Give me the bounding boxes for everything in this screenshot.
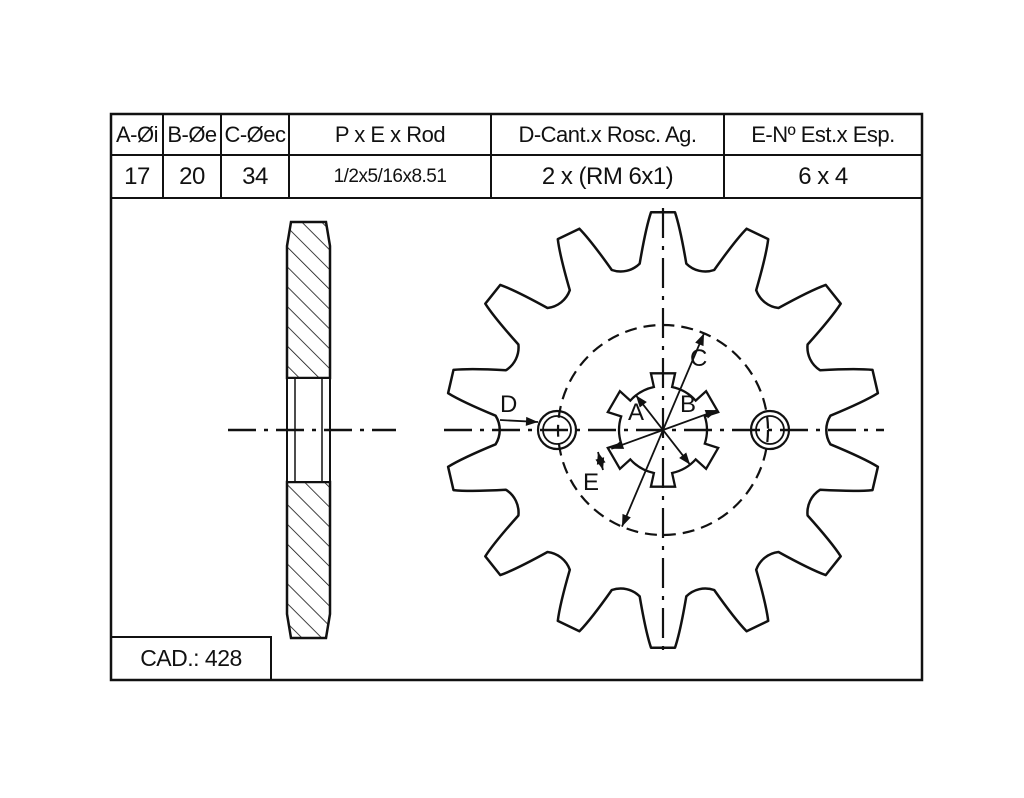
label-b: B <box>680 391 696 418</box>
mounting-hole-right <box>749 409 791 451</box>
header-a-inner-diameter: A-Øi <box>116 121 159 147</box>
value-c-hole-circle-diameter: 34 <box>242 162 268 190</box>
header-pitch-width-roller: P x E x Rod <box>334 121 446 147</box>
spec-table-grid <box>111 114 922 199</box>
value-pitch-width-roller: 1/2x5/16x8.51 <box>333 165 447 187</box>
mounting-hole-left <box>536 409 578 451</box>
sprocket-outline <box>446 211 880 649</box>
drawing-frame <box>109 112 924 682</box>
side-view-upper-hatch <box>285 220 332 380</box>
dimension-arrows <box>499 332 718 528</box>
dimension-c-line-arrowhead-start <box>621 513 631 527</box>
side-view <box>228 220 396 640</box>
side-view-lower-hatch <box>285 480 332 640</box>
dimension-d-pointer-arrowhead-end <box>525 416 538 426</box>
value-d-holes-thread: 2 x (RM 6x1) <box>541 162 674 190</box>
cad-box <box>110 636 272 681</box>
value-a-inner-diameter: 17 <box>124 162 150 190</box>
cad-label: CAD.: 428 <box>140 645 242 671</box>
label-d: D <box>500 391 517 418</box>
label-c: C <box>690 345 707 372</box>
header-c-hole-circle-diameter: C-Øec <box>224 121 286 147</box>
dimension-e-line-arrowhead-end <box>611 440 625 449</box>
label-e: E <box>583 469 599 496</box>
dimension-b-line-arrowhead-end <box>704 410 718 419</box>
spline-bore-outline <box>606 372 720 488</box>
header-b-outer-diameter: B-Øe <box>167 121 217 147</box>
value-e-splines-thickness: 6 x 4 <box>798 162 848 190</box>
dimension-a-line-arrowhead-start <box>679 452 691 465</box>
header-e-splines-thickness: E-Nº Est.x Esp. <box>751 121 895 147</box>
label-a: A <box>628 399 644 426</box>
value-b-outer-diameter: 20 <box>179 162 205 190</box>
dimension-e-tick-arrowhead-start <box>596 452 606 465</box>
header-d-holes-thread: D-Cant.x Rosc. Ag. <box>518 121 697 147</box>
dimension-a-line-arrowhead-end <box>635 395 647 408</box>
dimension-c-line-arrowhead-end <box>695 333 705 347</box>
front-view: A B C D E <box>444 208 884 650</box>
